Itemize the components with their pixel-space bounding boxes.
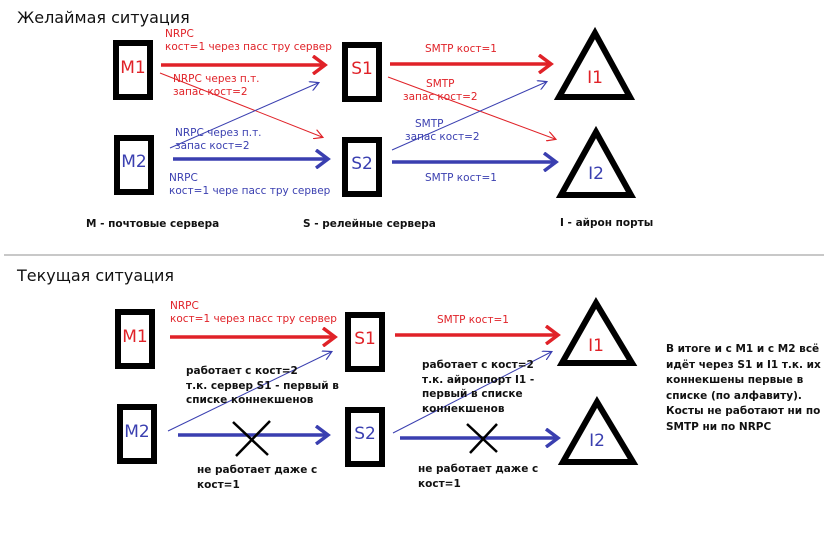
edge-label-line: NRPC: [170, 300, 199, 312]
node-label-s1: S1: [351, 59, 373, 79]
mail-server-m1: [115, 309, 155, 369]
relay-server-s1: [345, 312, 385, 372]
relay-server-s2: [345, 407, 385, 467]
ironport-i1-triangle: [556, 297, 638, 366]
node-label-m2: M2: [124, 422, 150, 442]
ironport-i2-triangle: [555, 125, 637, 198]
mail-server-m2: [114, 135, 154, 195]
arrow-desired-s2-i1: [391, 82, 546, 151]
edge-label-line: NRPC: [165, 28, 194, 40]
edge-label-line: кост=1 чере пасс тру сервер: [169, 185, 331, 197]
arrow-current-s2-i1: [392, 352, 551, 434]
edge-label-line: кост=1: [197, 479, 240, 491]
legend-ironports: I - айрон порты: [560, 217, 654, 229]
edge-label-m2-s2: не работает даже с кост=1: [197, 463, 317, 493]
node-label-i1: I1: [588, 336, 604, 356]
edge-label-line: запас кост=2: [173, 86, 248, 98]
edge-label-line: кост=1 через пасс тру сервер: [165, 41, 332, 53]
legend-relay-servers: S - релейные сервера: [303, 218, 436, 230]
edge-label-line: NRPC через п.т.: [175, 127, 262, 139]
edge-label-line: т.к. айронпорт I1 -: [422, 373, 535, 386]
section-divider: [4, 254, 824, 256]
edge-label-line: SMTP: [415, 118, 444, 130]
edge-label-s1-i2: SMTP запас кост=2: [403, 78, 478, 104]
edge-label-line: NRPC: [169, 172, 198, 184]
edge-label-s1-i1: SMTP кост=1: [437, 314, 509, 326]
edge-label-line: не работает даже с: [418, 463, 539, 475]
broken-link-x-icon: [232, 420, 271, 457]
edge-label-line: не работает даже с: [197, 464, 318, 476]
relay-server-s2: [342, 137, 382, 197]
ironport-i2-triangle: [557, 396, 639, 465]
node-label-s1: S1: [354, 329, 376, 349]
edge-label-m1-s1: NRPC кост=1 через пасс тру сервер: [170, 300, 337, 326]
edge-label-line: списке коннекшенов: [186, 394, 314, 406]
arrow-desired-s1-i2: [387, 76, 555, 139]
node-label-m1: M1: [120, 58, 146, 78]
edge-label-s2-i1: SMTP запас кост=2: [405, 118, 480, 144]
edge-label-line: запас кост=2: [403, 91, 478, 103]
relay-server-s1: [342, 42, 382, 102]
edge-label-line: коннекшенов: [422, 402, 505, 415]
edge-label-line: SMTP: [426, 78, 455, 90]
edge-label-m2-s1: NRPC через п.т. запас кост=2: [175, 127, 262, 153]
edge-label-line: т.к. сервер S1 - первый в: [186, 379, 339, 392]
edge-label-line: работает с кост=2: [186, 365, 298, 377]
edge-label-line: первый в списке: [422, 388, 523, 400]
edge-label-line: кост=1 через пасс тру сервер: [170, 313, 337, 325]
edge-label-m1-s1: NRPC кост=1 через пасс тру сервер: [165, 28, 332, 54]
node-label-i1: I1: [587, 68, 603, 88]
edge-label-line: работает с кост=2: [422, 359, 534, 371]
node-label-s2: S2: [351, 154, 373, 174]
edge-label-s2-i2: не работает даже с кост=1: [418, 462, 538, 492]
edge-label-m2-s1: работает с кост=2 т.к. сервер S1 - первы…: [186, 364, 339, 408]
desired-section-title: Желаймая ситуация: [17, 8, 190, 27]
current-section-title: Текущая ситуация: [17, 266, 175, 285]
arrow-desired-m2-s1: [169, 83, 318, 149]
edge-label-s2-i2: SMTP кост=1: [425, 172, 497, 184]
legend-mail-servers: M - почтовые сервера: [86, 218, 220, 230]
mail-server-m2: [117, 404, 157, 464]
edge-label-line: запас кост=2: [175, 140, 250, 152]
edge-label-line: запас кост=2: [405, 131, 480, 143]
edge-label-s2-i1: работает с кост=2 т.к. айронпорт I1 - пе…: [422, 358, 534, 416]
arrow-desired-m1-s2: [159, 72, 322, 137]
ironport-i1-triangle: [553, 26, 636, 100]
node-label-m2: M2: [121, 152, 147, 172]
summary-note: В итоге и с M1 и с M2 всё идёт через S1 …: [666, 343, 821, 433]
edge-label-m2-s2: NRPC кост=1 чере пасс тру сервер: [169, 172, 330, 198]
edge-label-line: кост=1: [418, 478, 461, 490]
edge-label-m1-s2: NRPC через п.т. запас кост=2: [173, 73, 260, 99]
edge-label-line: NRPC через п.т.: [173, 73, 260, 85]
node-label-i2: I2: [589, 431, 605, 451]
node-label-i2: I2: [588, 164, 604, 184]
node-label-m1: M1: [122, 327, 148, 347]
edge-label-s1-i1: SMTP кост=1: [425, 43, 497, 55]
broken-link-x-icon: [466, 423, 498, 454]
arrow-current-m2-s1: [167, 352, 331, 432]
node-label-s2: S2: [354, 424, 376, 444]
mail-server-m1: [113, 40, 153, 100]
